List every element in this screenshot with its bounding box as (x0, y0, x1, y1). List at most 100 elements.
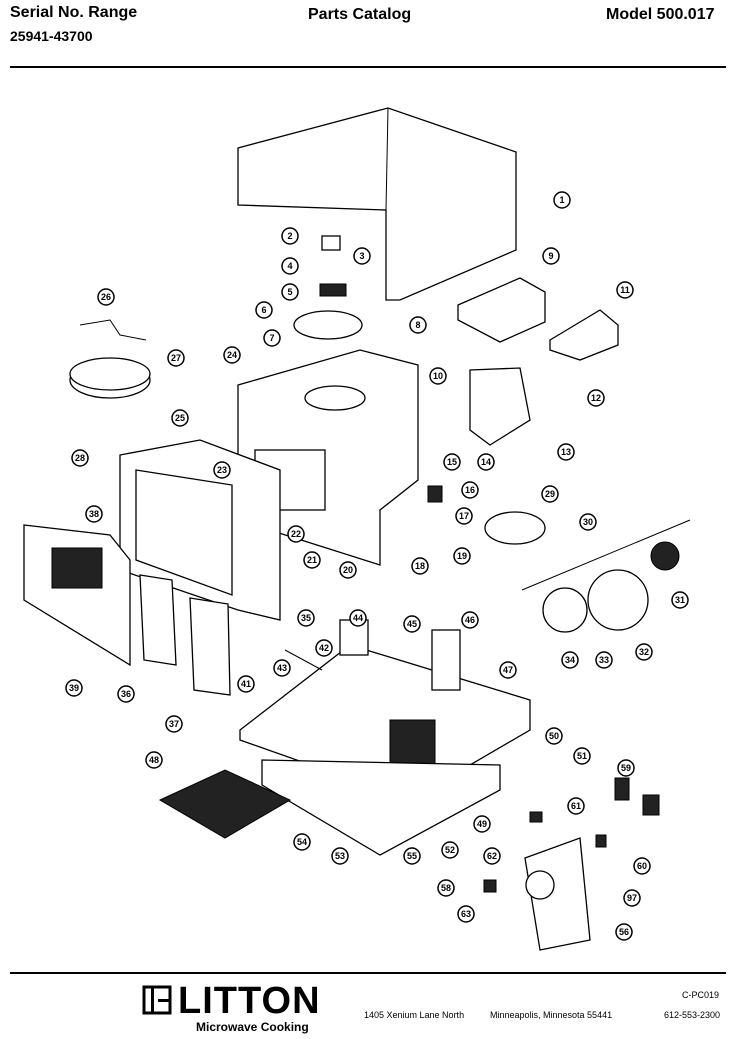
svg-text:51: 51 (577, 751, 587, 761)
callout-17: 17 (455, 507, 473, 525)
callout-44: 44 (349, 609, 367, 627)
callout-38: 38 (85, 505, 103, 523)
svg-text:18: 18 (415, 561, 425, 571)
svg-text:12: 12 (591, 393, 601, 403)
blower-wheel (542, 587, 588, 633)
base-frame (261, 759, 501, 856)
footer-divider (10, 972, 726, 974)
callout-43: 43 (273, 659, 291, 677)
svg-text:39: 39 (69, 683, 79, 693)
svg-text:8: 8 (415, 320, 420, 330)
callout-61: 61 (567, 797, 585, 815)
svg-text:60: 60 (637, 861, 647, 871)
callout-63: 63 (457, 905, 475, 923)
svg-text:22: 22 (291, 529, 301, 539)
callout-6: 6 (255, 301, 273, 319)
svg-text:2: 2 (287, 231, 292, 241)
outer-case (237, 107, 517, 301)
callout-13: 13 (557, 443, 575, 461)
svg-text:53: 53 (335, 851, 345, 861)
svg-text:35: 35 (301, 613, 311, 623)
svg-text:11: 11 (620, 285, 630, 295)
svg-text:54: 54 (297, 837, 307, 847)
callout-14: 14 (477, 453, 495, 471)
callout-49: 49 (473, 815, 491, 833)
page-title: Parts Catalog (308, 6, 412, 23)
callout-35: 35 (297, 609, 315, 627)
callout-22: 22 (287, 525, 305, 543)
stirrer-blade (293, 310, 363, 340)
svg-text:34: 34 (565, 655, 575, 665)
callout-27: 27 (167, 349, 185, 367)
brand-name: LITTON (178, 980, 321, 1022)
svg-text:49: 49 (477, 819, 487, 829)
svg-text:9: 9 (548, 251, 553, 261)
callout-3: 3 (353, 247, 371, 265)
header-divider (10, 66, 726, 68)
callout-30: 30 (579, 513, 597, 531)
callout-4: 4 (281, 257, 299, 275)
svg-text:41: 41 (241, 679, 251, 689)
svg-text:16: 16 (465, 485, 475, 495)
svg-text:10: 10 (433, 371, 443, 381)
callout-25: 25 (171, 409, 189, 427)
control-overlay (139, 574, 177, 666)
svg-text:33: 33 (599, 655, 609, 665)
svg-text:26: 26 (101, 292, 111, 302)
callout-52: 52 (441, 841, 459, 859)
callout-33: 33 (595, 651, 613, 669)
svg-text:24: 24 (227, 350, 237, 360)
svg-text:6: 6 (261, 305, 266, 315)
lamp-bulb (525, 870, 555, 900)
callout-21: 21 (303, 551, 321, 569)
svg-text:63: 63 (461, 909, 471, 919)
rear-panel (524, 837, 591, 951)
callout-41: 41 (237, 675, 255, 693)
callout-32: 32 (635, 643, 653, 661)
callout-16: 16 (461, 481, 479, 499)
svg-text:25: 25 (175, 413, 185, 423)
bracket-6 (457, 277, 546, 343)
svg-text:17: 17 (459, 511, 469, 521)
serial-range-value: 25941-43700 (10, 28, 93, 44)
callout-29: 29 (541, 485, 559, 503)
callout-8: 8 (409, 316, 427, 334)
callout-19: 19 (453, 547, 471, 565)
svg-text:61: 61 (571, 801, 581, 811)
callout-15: 15 (443, 453, 461, 471)
callout-10: 10 (429, 367, 447, 385)
stirrer-motor (321, 235, 341, 251)
svg-text:50: 50 (549, 731, 559, 741)
svg-text:29: 29 (545, 489, 555, 499)
svg-text:28: 28 (75, 453, 85, 463)
callout-28: 28 (71, 449, 89, 467)
callout-97: 97 (623, 889, 641, 907)
svg-text:56: 56 (619, 927, 629, 937)
grease-filter (158, 769, 292, 839)
svg-text:48: 48 (149, 755, 159, 765)
control-panel (23, 524, 131, 667)
svg-text:37: 37 (169, 719, 179, 729)
blower-housing (587, 569, 649, 631)
svg-text:27: 27 (171, 353, 181, 363)
svg-text:42: 42 (319, 643, 329, 653)
svg-text:30: 30 (583, 517, 593, 527)
callout-56: 56 (615, 923, 633, 941)
callout-11: 11 (616, 281, 634, 299)
callout-46: 46 (461, 611, 479, 629)
catalog-code: C-PC019 (682, 990, 720, 1000)
svg-text:5: 5 (287, 287, 292, 297)
callout-42: 42 (315, 639, 333, 657)
svg-text:31: 31 (675, 595, 685, 605)
serial-range-label: Serial No. Range (10, 4, 138, 21)
svg-text:20: 20 (343, 565, 353, 575)
callout-12: 12 (587, 389, 605, 407)
svg-text:59: 59 (621, 763, 631, 773)
duct-29 (484, 511, 546, 545)
callout-55: 55 (403, 847, 421, 865)
callout-62: 62 (483, 847, 501, 865)
svg-text:4: 4 (287, 261, 292, 271)
callout-2: 2 (281, 227, 299, 245)
address-street: 1405 Xenium Lane North (364, 1010, 465, 1020)
